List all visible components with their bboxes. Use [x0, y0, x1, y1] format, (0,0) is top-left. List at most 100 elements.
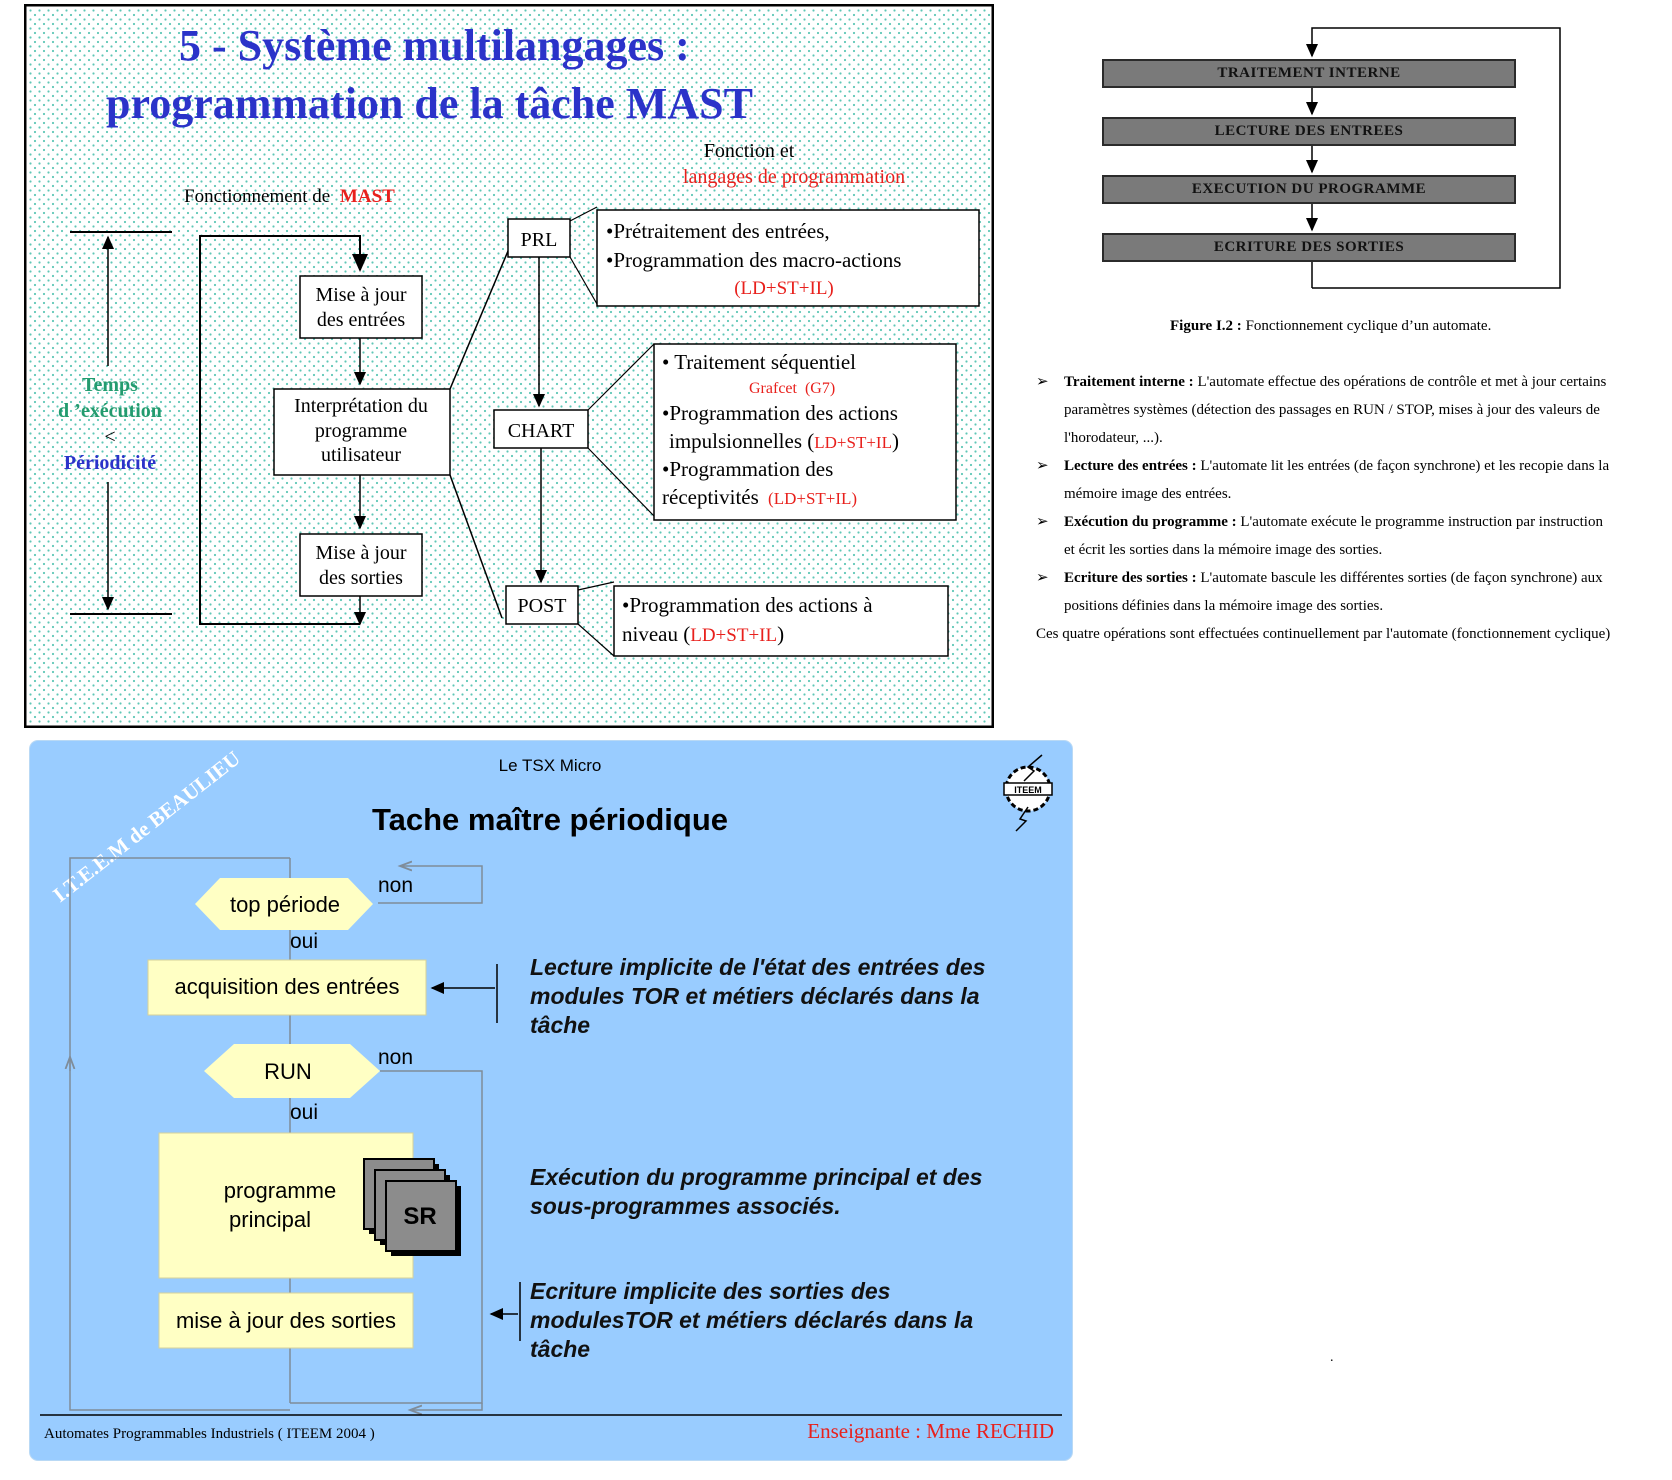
box-maj-sorties-l2: des sorties — [319, 567, 403, 589]
tsx-title: Tache maître périodique — [372, 802, 728, 837]
prl-label: PRL — [521, 229, 558, 251]
tsx-header: Le TSX Micro — [499, 756, 602, 775]
figure-caption-text: Fonctionnement cyclique d’un automate. — [1245, 318, 1492, 334]
mast-diagram: 5 - Système multilangages : programmatio… — [24, 4, 994, 728]
bullet-text: L'automate effectue des opérations de co… — [1197, 374, 1607, 390]
note-ecriture-l2: modulesTOR et métiers déclarés dans la — [530, 1307, 974, 1333]
bullet-marker-icon: ➢ — [1036, 374, 1049, 390]
note-execution-l2: sous-programmes associés. — [530, 1193, 841, 1219]
chart-desc-l3: •Programmation des actions — [662, 401, 898, 425]
chart-desc-box — [653, 343, 957, 521]
decision-run — [204, 1044, 380, 1098]
bullet-lecture: ➢ Lecture des entrées : L'automate lit l… — [1036, 452, 1656, 508]
box-maj-sorties-l1: Mise à jour — [315, 542, 406, 564]
bullet-text: mémoire image des entrées. — [1064, 486, 1232, 502]
note-lecture-l2: modules TOR et métiers déclarés dans la — [530, 983, 980, 1009]
box-maj-entrees-l1: Mise à jour — [315, 284, 406, 306]
periodicite-label: Périodicité — [64, 452, 156, 474]
note-ecriture-l1: Ecriture implicite des sorties des — [530, 1278, 891, 1304]
bullet-text: positions définies dans la mémoire image… — [1064, 598, 1384, 614]
note-execution: Exécution du programme principal et des … — [530, 1163, 982, 1221]
prl-desc-l2: •Programmation des macro-actions — [606, 248, 901, 272]
post-desc-l1: •Programmation des actions à — [622, 593, 873, 617]
acquisition-label: acquisition des entrées — [174, 974, 399, 999]
iteem-logo-icon: ITEEM — [1003, 754, 1053, 832]
cycle-diagram — [1306, 27, 1561, 289]
fonctionnement-label: Fonctionnement de — [184, 186, 330, 207]
iteem-logo-text: ITEEM — [1014, 785, 1042, 795]
mast-loop — [199, 235, 368, 625]
figure-caption-label: Figure I.2 : — [1170, 318, 1242, 334]
bullet-marker-icon: ➢ — [1036, 458, 1049, 474]
box-interpretation — [273, 388, 451, 476]
note-lecture-l3: tâche — [530, 1012, 591, 1038]
mast-slide: 5 - Système multilangages : programmatio… — [24, 4, 994, 728]
post-box — [505, 585, 579, 625]
svg-text:impulsionnelles (LD+ST+IL): impulsionnelles (LD+ST+IL) — [669, 429, 899, 453]
svg-text:Fonctionnement de MAST: Fonctionnement de MAST — [184, 186, 395, 207]
box-interp-l1: Interprétation du — [294, 395, 428, 417]
mast-label: MAST — [340, 186, 395, 207]
svg-text:Grafcet (G7): Grafcet (G7) — [749, 380, 835, 397]
bullet-term: Lecture des entrées : — [1064, 458, 1197, 474]
post-desc-l2b: LD+ST+IL — [690, 625, 777, 646]
mast-title-line2: programmation de la tâche MAST — [106, 79, 753, 128]
sr-stack-icon: SR — [363, 1158, 461, 1256]
run-label: RUN — [264, 1059, 312, 1084]
box-maj-sorties — [158, 1292, 414, 1349]
prl-box — [507, 218, 571, 258]
tsx-slide: Le TSX Micro Tache maître périodique I.T… — [30, 741, 1072, 1460]
note-execution-l1: Exécution du programme principal et des — [530, 1164, 983, 1190]
chart-box — [493, 409, 589, 449]
bullet-term: Exécution du programme : — [1064, 514, 1237, 530]
less-than: < — [104, 426, 115, 448]
bullet-execution: ➢ Exécution du programme : L'automate ex… — [1036, 508, 1656, 564]
note-lecture: Lecture implicite de l'état des entrées … — [530, 953, 985, 1040]
svg-text:réceptivités (LD+ST+IL): réceptivités (LD+ST+IL) — [662, 485, 857, 509]
oui-label-2: oui — [290, 1101, 318, 1124]
box-acquisition — [147, 959, 427, 1016]
bullet-text: et écrit les sorties dans la mémoire ima… — [1064, 542, 1383, 558]
bullet-term: Ecriture des sorties : — [1064, 570, 1197, 586]
grafcet-label: Grafcet — [749, 380, 798, 397]
sr-label: SR — [403, 1203, 436, 1230]
footer-left: Automates Programmables Industriels ( IT… — [44, 1426, 375, 1442]
cycle-box-lecture: LECTURE DES ENTREES — [1102, 117, 1516, 146]
temps-label: Temps — [82, 374, 138, 396]
figure-caption: Figure I.2 : Fonctionnement cyclique d’u… — [1170, 318, 1491, 335]
bullet-text: paramètres systèmes (détection des passa… — [1064, 402, 1600, 418]
chart-desc-l4b: LD+ST+IL — [814, 433, 892, 452]
tsx-diagram: Le TSX Micro Tache maître périodique I.T… — [40, 746, 1062, 1443]
decision-top-periode — [195, 878, 373, 930]
iteem-watermark: I.T.E.E.M de BEAULIEU — [48, 746, 245, 907]
chart-desc-l4a: impulsionnelles ( — [669, 429, 814, 453]
chart-label: CHART — [508, 420, 575, 442]
svg-text:niveau (LD+ST+IL): niveau (LD+ST+IL) — [622, 622, 784, 646]
top-periode-label: top période — [230, 892, 340, 917]
cycle-conclusion: Ces quatre opérations sont effectuées co… — [1036, 626, 1611, 642]
bullet-text: L'automate bascule les différentes sorti… — [1200, 570, 1603, 586]
bullet-marker-icon: ➢ — [1036, 514, 1049, 530]
chart-desc-l5: •Programmation des — [662, 457, 833, 481]
box-interp-l2: programme — [315, 420, 407, 442]
footer-right: Enseignante : Mme RECHID — [807, 1419, 1054, 1443]
fonction-label: Fonction et — [704, 140, 795, 162]
post-label: POST — [518, 595, 567, 617]
post-desc-box — [613, 585, 949, 657]
bullet-traitement: ➢ Traitement interne : L'automate effect… — [1036, 368, 1656, 452]
chart-desc-l6b: (LD+ST+IL) — [768, 489, 857, 508]
box-maj-entrees — [299, 275, 423, 339]
mast-title-line1: 5 - Système multilangages : — [179, 21, 690, 70]
bullet-marker-icon: ➢ — [1036, 570, 1049, 586]
cycle-box-execution: EXECUTION DU PROGRAMME — [1102, 175, 1516, 204]
chart-desc-l4c: ) — [892, 429, 899, 453]
cycle-box-ecriture: ECRITURE DES SORTIES — [1102, 233, 1516, 262]
non-label-2: non — [378, 1046, 413, 1069]
chart-desc-l1: • Traitement séquentiel — [662, 350, 856, 374]
prl-desc-l3: (LD+ST+IL) — [734, 278, 834, 299]
post-desc-l2a: niveau ( — [622, 622, 690, 646]
oui-label-1: oui — [290, 930, 318, 953]
note-lecture-l1: Lecture implicite de l'état des entrées … — [530, 954, 986, 980]
prl-desc-box — [596, 209, 980, 307]
prl-desc-l1: •Prétraitement des entrées, — [606, 219, 830, 243]
